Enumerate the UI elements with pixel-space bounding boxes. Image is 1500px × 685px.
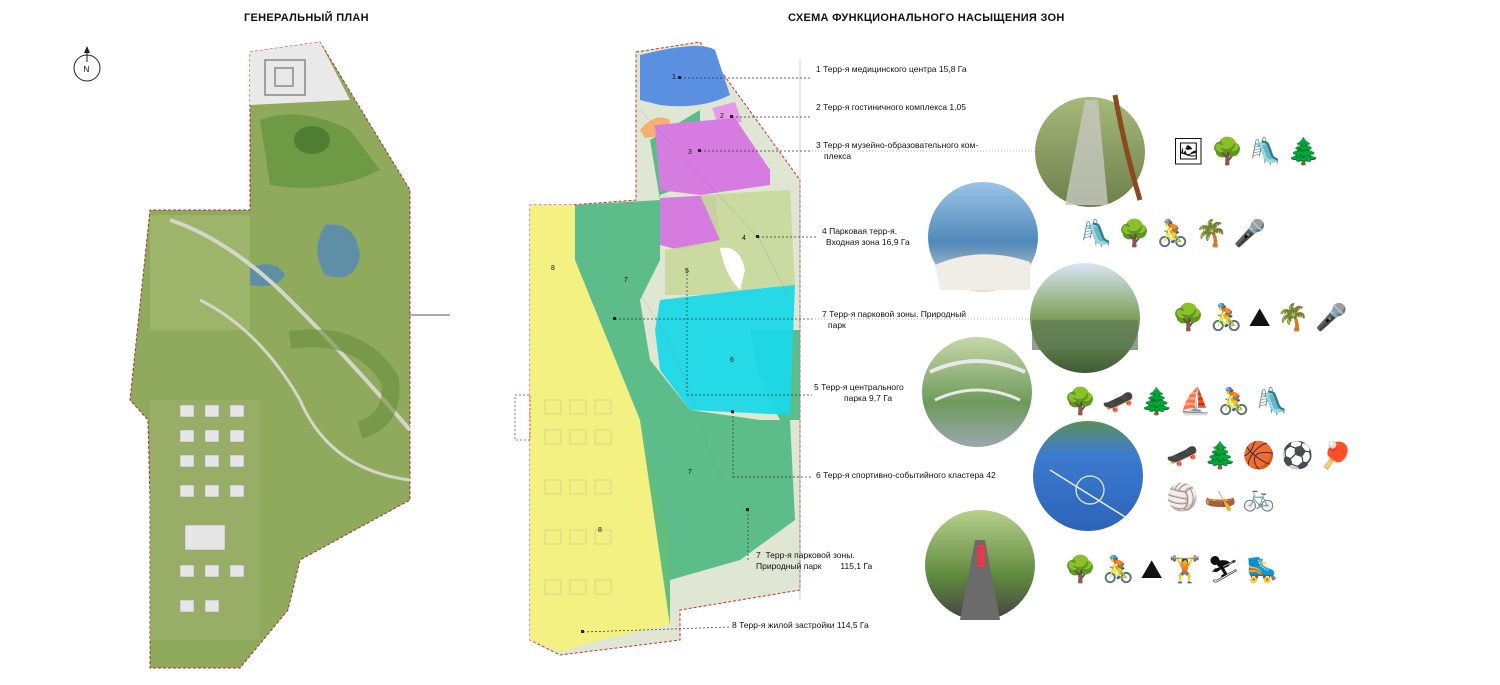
masterplan-title: ГЕНЕРАЛЬНЫЙ ПЛАН [244,12,369,24]
skateboard-icon: 🛹 [1102,386,1141,416]
waterfront-trees-icon: 🌴 [1195,218,1234,248]
cyclist-icon: 🚴 [1210,302,1249,332]
cyclist-icon: 🚴 [1102,554,1141,584]
north-arrow-icon: N [73,46,101,82]
legend-zone-3: 3 Терр-я музейно-образовательного ком-пл… [816,140,979,161]
zone-museum-south[interactable] [660,195,720,250]
photo-path-reeds [1035,94,1145,207]
icon-row-sports-1: 🛹🌲🏀⚽🏓 [1166,440,1358,470]
zone-number-1: 1 [672,74,676,81]
zone-residential[interactable] [530,205,670,652]
functional-scheme-title: СХЕМА ФУНКЦИОНАЛЬНОГО НАСЫЩЕНИЯ ЗОН [788,12,1065,24]
tree-bench-icon: 🌳 [1064,554,1103,584]
zone-museum[interactable] [655,118,770,195]
sailboat-icon: ⛵ [1179,386,1218,416]
cyclist-icon: 🚴 [1217,386,1256,416]
basketball-icon: 🏀 [1242,440,1282,470]
roller-skate-icon: 🛼 [1245,554,1285,584]
zone-number-4: 4 [742,235,746,242]
legend-zone-2: 2 Терр-я гостиничного комплекса 1,05 [816,102,966,112]
zone-number-3: 3 [688,149,692,156]
ping-pong-icon: 🏓 [1319,440,1358,470]
legend-zone-4: 4 Парковая терр-я.Входная зона 16,9 Га [822,226,910,247]
microphone-icon: 🎤 [1233,218,1272,248]
trees-icon: 🌲 [1287,136,1327,166]
icon-row-sports-2: 🏐🛶🚲 [1166,482,1281,512]
tree-bench-icon: 🌳 [1064,386,1103,416]
icon-row-museum: 🖼🌳🛝🌲 [1172,136,1326,166]
zone-number-7a: 7 [624,277,628,284]
legend-zone-7b: 7 Терр-я парковой зоны.Природный парк 11… [756,550,873,571]
zone-park-entry[interactable] [700,190,795,290]
icon-row-central-park: 🌳🛹🌲⛵🚴🛝 [1064,386,1294,416]
playground-icon: 🛝 [1080,218,1119,248]
tree-bench-icon: 🌳 [1172,302,1211,332]
zone-medical[interactable] [640,46,730,107]
gallery-icon: 🖼 [1172,136,1212,166]
playground-icon: 🛝 [1255,386,1295,416]
photo-pond [1030,263,1140,373]
volleyball-icon: 🏐 [1166,482,1205,512]
photo-waterfront [928,182,1038,292]
microphone-icon: 🎤 [1314,302,1354,332]
zone-number-2: 2 [720,113,724,120]
leader-lines [582,77,1035,633]
zone-central-park[interactable] [655,285,795,415]
bicycle-icon: 🚲 [1242,482,1282,512]
skier-icon: ⛷ [1206,554,1246,584]
waterfront-trees-icon: 🌴 [1276,302,1315,332]
legend-zone-1: 1 Терр-я медицинского центра 15,8 Га [816,64,967,74]
zone-number-8a: 8 [551,265,555,272]
photo-alley-runner [925,510,1035,620]
photo-central-park [922,337,1032,447]
playground-icon: 🛝 [1249,136,1288,166]
zone-number-7b: 7 [688,469,692,476]
hill-trees-icon: ⛰ [1248,302,1277,332]
icon-row-park-entry: 🛝🌳🚴🌴🎤 [1080,218,1272,248]
trees-icon: 🌲 [1140,386,1180,416]
skateboard-icon: 🛹 [1166,440,1205,470]
dumbbell-icon: 🏋 [1168,554,1207,584]
tree-bench-icon: 🌳 [1211,136,1250,166]
legend-zone-8: 8 Терр-я жилой застройки 114,5 Га [732,620,869,630]
zone-number-8b: 8 [598,527,602,534]
masterplan-map[interactable] [129,41,450,669]
cyclist-icon: 🚴 [1156,218,1196,248]
legend-zone-6: 6 Терр-я спортивно-событийного кластера … [816,470,996,480]
north-label: N [84,65,90,74]
icon-row-natural-park-2: 🌳🚴⛰🏋⛷🛼 [1064,554,1284,584]
zone-number-6: 6 [730,357,734,364]
trees-icon: 🌲 [1204,440,1243,470]
football-icon: ⚽ [1281,440,1320,470]
zone-natural-park[interactable] [575,110,795,625]
functional-scheme-map[interactable]: 1 2 3 4 5 6 7 7 8 8 [514,41,1035,656]
icon-row-natural-park: 🌳🚴⛰🌴🎤 [1172,302,1353,332]
kayak-icon: 🛶 [1204,482,1243,512]
photo-sports-court [1033,421,1143,531]
tree-bench-icon: 🌳 [1118,218,1157,248]
hill-trees-icon: ⛰ [1140,554,1169,584]
